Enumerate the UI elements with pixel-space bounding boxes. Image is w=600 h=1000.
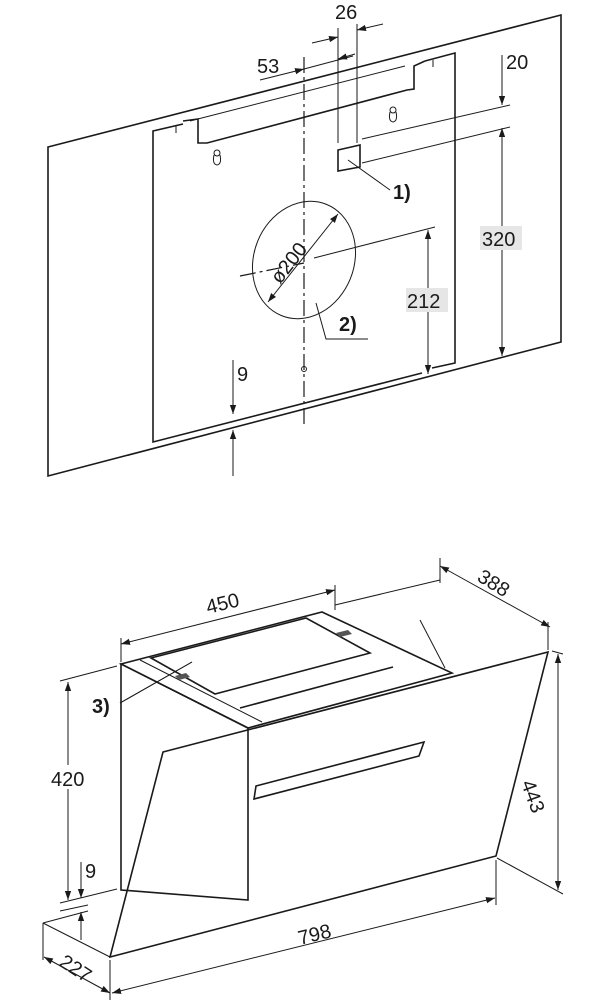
callout-1: 1) <box>393 182 411 204</box>
dim-320: 320 <box>482 229 515 251</box>
hood-body-side <box>120 662 249 901</box>
control-panel <box>336 630 352 637</box>
callout-3: 3) <box>92 696 110 718</box>
top-slot <box>239 666 394 709</box>
keyhole-icon <box>212 149 222 166</box>
hood-dimensions-diagram: 450 388 420 9 443 798 227 3) <box>42 558 564 1000</box>
dim-diameter-200: ø200 <box>267 239 312 288</box>
dim-53: 53 <box>257 56 279 78</box>
dim-212: 212 <box>407 291 440 313</box>
hood-body-top <box>118 611 455 729</box>
callout-2: 2) <box>339 314 357 336</box>
dim-20: 20 <box>506 52 528 74</box>
dim-9: 9 <box>237 364 248 386</box>
keyhole-icon <box>388 106 398 123</box>
duct-opening <box>251 200 357 320</box>
dim-9: 9 <box>85 861 96 883</box>
wall-mounting-diagram: 26 53 20 320 212 9 ø200 1) 2) <box>47 2 562 478</box>
power-socket-area <box>337 143 361 172</box>
hood-outline-frame <box>152 51 456 444</box>
control-panel <box>175 673 190 680</box>
dim-443: 443 <box>516 777 548 816</box>
dim-26: 26 <box>335 2 357 24</box>
dim-388: 388 <box>473 566 513 602</box>
glass-canopy <box>108 650 550 959</box>
canopy-handle <box>253 740 426 801</box>
dim-420: 420 <box>51 769 84 791</box>
dim-798: 798 <box>296 920 334 949</box>
center-mark <box>301 366 307 372</box>
dim-450: 450 <box>204 589 242 618</box>
wall-panel <box>47 13 562 478</box>
